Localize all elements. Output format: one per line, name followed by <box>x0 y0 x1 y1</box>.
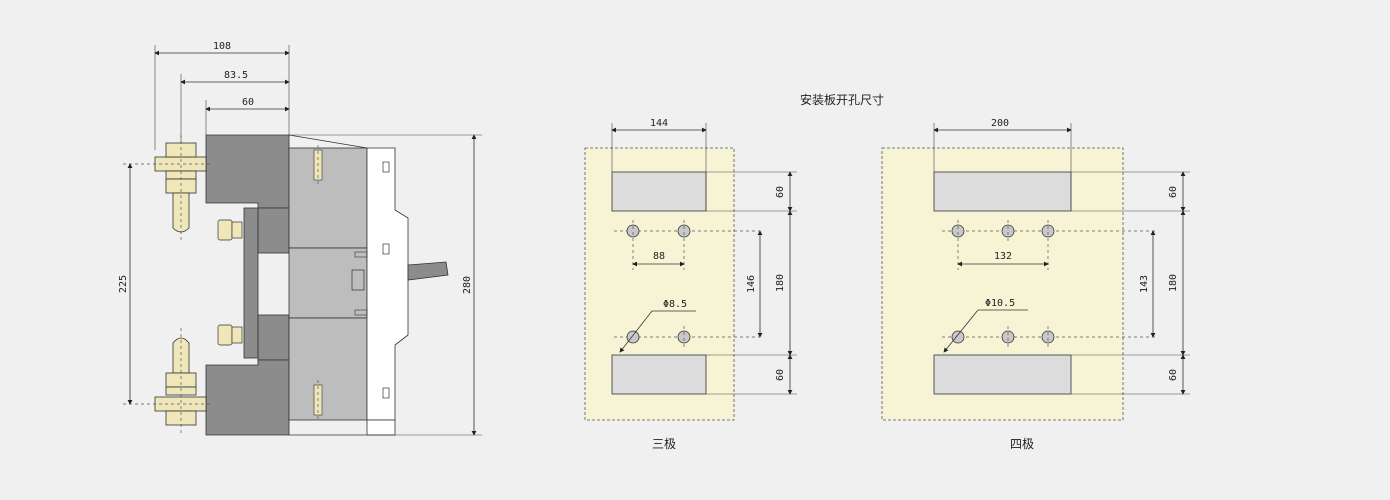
three-pole-cutout: 144 88 Φ8.5 146 60 180 60 <box>584 118 797 451</box>
four-pole-dim-60-top: 60 <box>1168 186 1179 198</box>
four-pole-hole <box>951 224 1055 344</box>
three-pole-dim-phi: Φ8.5 <box>663 299 687 310</box>
four-pole-caption: 四极 <box>1010 437 1034 451</box>
three-pole-dim-146: 146 <box>746 275 757 293</box>
three-pole-dim-60-bottom: 60 <box>775 369 786 381</box>
side-view: 108 83.5 60 <box>118 41 482 436</box>
four-pole-dim-180: 180 <box>1168 274 1179 292</box>
three-pole-dim-88: 88 <box>653 251 665 262</box>
panel-title: 安装板开孔尺寸 <box>800 92 884 107</box>
four-pole-dim-60-bottom: 60 <box>1168 369 1179 381</box>
dim-83-5-label: 83.5 <box>224 70 248 81</box>
dim-225-label: 225 <box>118 275 129 293</box>
three-pole-caption: 三极 <box>652 437 676 451</box>
dim-225: 225 <box>118 163 133 405</box>
three-pole-dim-180: 180 <box>775 274 786 292</box>
dim-60-side-label: 60 <box>242 97 254 108</box>
dim-108: 108 <box>154 41 290 150</box>
top-terminal-bolt <box>123 135 210 242</box>
four-pole-bottom-cutout <box>933 354 1072 395</box>
handle <box>407 261 449 281</box>
dim-108-label: 108 <box>213 41 231 52</box>
four-pole-top-cutout <box>933 171 1072 212</box>
dim-60-side: 60 <box>205 97 290 135</box>
three-pole-dim-144: 144 <box>650 118 668 129</box>
breaker-body <box>205 134 449 436</box>
four-pole-dim-phi: Φ10.5 <box>985 298 1015 309</box>
three-pole-dim-60-top: 60 <box>775 186 786 198</box>
three-pole-bottom-cutout <box>611 354 707 395</box>
four-pole-dim-143: 143 <box>1139 275 1150 293</box>
four-pole-dim-132: 132 <box>994 251 1012 262</box>
three-pole-top-cutout <box>611 171 707 212</box>
dim-280: 280 <box>289 134 482 436</box>
four-pole-dim-200: 200 <box>991 118 1009 129</box>
four-pole-cutout: 200 132 Φ10.5 143 60 <box>881 118 1190 451</box>
bottom-terminal-bolt <box>123 328 210 435</box>
dim-280-label: 280 <box>462 276 473 294</box>
three-pole-hole <box>626 224 691 344</box>
